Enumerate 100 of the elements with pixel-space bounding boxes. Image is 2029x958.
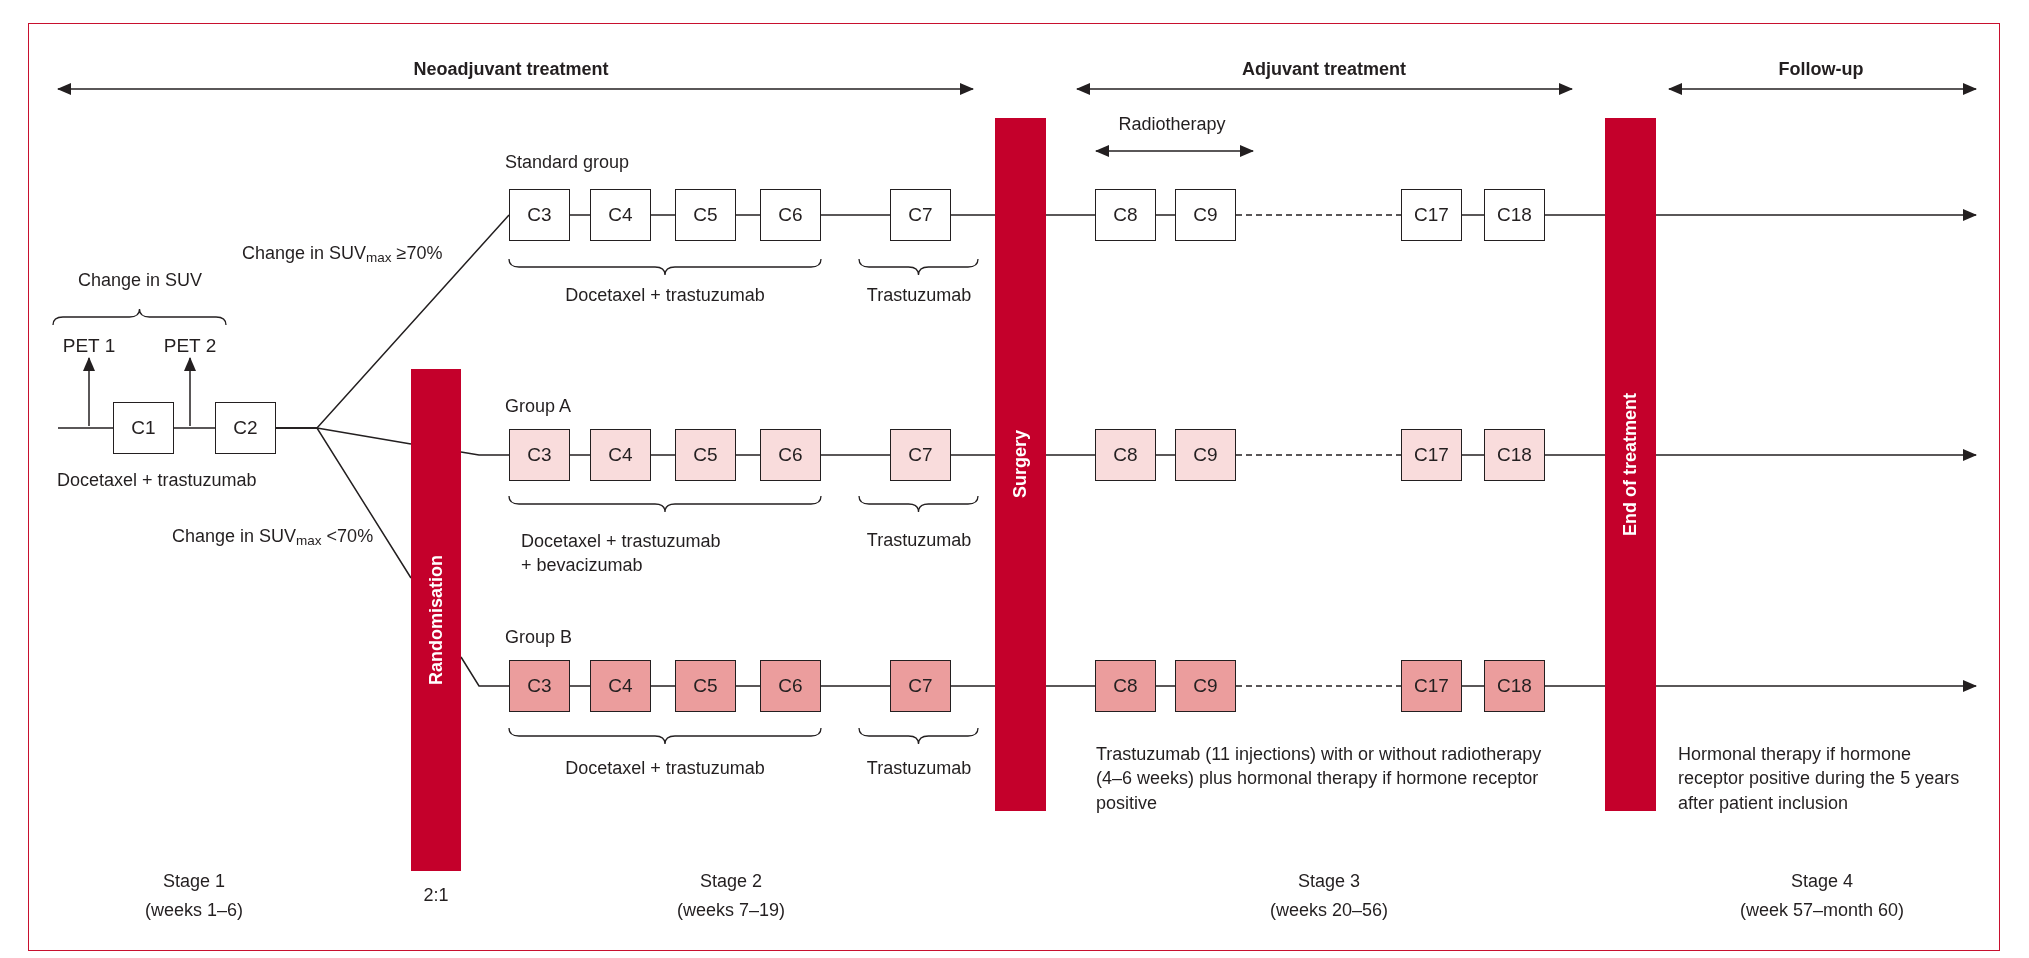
cycle-box: C8 bbox=[1095, 189, 1156, 241]
scan-label: PET 1 bbox=[63, 334, 115, 358]
connector-line bbox=[1155, 214, 1176, 216]
connector-line bbox=[735, 454, 761, 456]
regimen-label: Docetaxel + trastuzumab bbox=[565, 756, 765, 780]
connector-line bbox=[650, 214, 676, 216]
cycle-box: C4 bbox=[590, 189, 651, 241]
stage-period: (weeks 20–56) bbox=[1269, 898, 1389, 922]
cycle-box: C17 bbox=[1401, 189, 1462, 241]
arrow bbox=[1655, 449, 1977, 461]
scan-label: PET 2 bbox=[164, 334, 216, 358]
connector-line bbox=[1544, 214, 1606, 216]
cycle-box: C5 bbox=[675, 189, 736, 241]
connector-line bbox=[569, 454, 591, 456]
phase-bar: Surgery bbox=[995, 118, 1046, 811]
group-label: Group A bbox=[505, 394, 572, 418]
connector-line bbox=[650, 454, 676, 456]
connector-line bbox=[460, 451, 510, 456]
cycle-box: C18 bbox=[1484, 660, 1545, 712]
cycle-box: C3 bbox=[509, 660, 570, 712]
connector-line bbox=[569, 685, 591, 687]
stage-period: (weeks 7–19) bbox=[676, 898, 786, 922]
arrow bbox=[184, 357, 196, 427]
connector-line bbox=[1155, 685, 1176, 687]
connector-line bbox=[173, 427, 216, 429]
cycle-box: C5 bbox=[675, 660, 736, 712]
connector-line bbox=[1544, 454, 1606, 456]
stage-label: Stage 1 bbox=[162, 869, 226, 893]
cycle-box: C5 bbox=[675, 429, 736, 481]
cycle-box: C17 bbox=[1401, 429, 1462, 481]
phase-bar: End of treatment bbox=[1605, 118, 1656, 811]
group-label: Standard group bbox=[505, 150, 630, 174]
cycle-box: C9 bbox=[1175, 660, 1236, 712]
cycle-box: C4 bbox=[590, 429, 651, 481]
connector-line bbox=[1235, 214, 1402, 216]
ratio-label: 2:1 bbox=[423, 883, 449, 907]
cycle-box: C8 bbox=[1095, 660, 1156, 712]
regimen-label: Trastuzumab bbox=[866, 528, 972, 552]
connector-line bbox=[820, 685, 891, 687]
cycle-box: C1 bbox=[113, 402, 174, 454]
connector-line bbox=[650, 685, 676, 687]
connector-line bbox=[735, 214, 761, 216]
cycle-box: C7 bbox=[890, 189, 951, 241]
connector-line bbox=[1045, 214, 1096, 216]
cycle-box: C4 bbox=[590, 660, 651, 712]
connector-line bbox=[1045, 454, 1096, 456]
stage-label: Stage 3 bbox=[1297, 869, 1361, 893]
connector-line bbox=[1461, 685, 1485, 687]
measure-label: Change in SUV bbox=[77, 268, 203, 292]
stage-label: Stage 4 bbox=[1790, 869, 1854, 893]
phase-bar: Randomisation bbox=[411, 369, 461, 871]
connector-line bbox=[1544, 685, 1606, 687]
arrow bbox=[1655, 680, 1977, 692]
connector-line bbox=[820, 454, 891, 456]
connector-line bbox=[57, 427, 114, 429]
cycle-box: C9 bbox=[1175, 429, 1236, 481]
arrow bbox=[1655, 209, 1977, 221]
cycle-box: C17 bbox=[1401, 660, 1462, 712]
connector-line bbox=[950, 685, 996, 687]
arrow bbox=[83, 357, 95, 427]
cycle-box: C18 bbox=[1484, 189, 1545, 241]
section-heading: Adjuvant treatment bbox=[1242, 57, 1406, 81]
condition-label: Change in SUV$_{max}$ <70% bbox=[172, 524, 374, 549]
connector-line bbox=[569, 214, 591, 216]
cycle-box: C2 bbox=[215, 402, 276, 454]
note-text: Trastuzumab (11 injections) with or without radiotherapy (4–6 weeks) plus hormonal therapy if hormone receptor positive bbox=[1096, 742, 1543, 815]
connector-line bbox=[1235, 685, 1402, 687]
cycle-box: C6 bbox=[760, 660, 821, 712]
phase-label: Radiotherapy bbox=[1118, 112, 1226, 136]
group-label: Group B bbox=[505, 625, 573, 649]
regimen-label: Trastuzumab bbox=[866, 756, 972, 780]
note-text: Hormonal therapy if hormone receptor positive during the 5 years after patient inclusion bbox=[1678, 742, 1961, 815]
stage-period: (week 57–month 60) bbox=[1739, 898, 1905, 922]
connector-line bbox=[950, 214, 996, 216]
connector-line bbox=[275, 427, 412, 579]
connector-line bbox=[950, 454, 996, 456]
cycle-box: C6 bbox=[760, 429, 821, 481]
condition-label: Change in SUV$_{max}$ ≥70% bbox=[242, 241, 443, 266]
section-heading: Neoadjuvant treatment bbox=[413, 57, 609, 81]
cycle-box: C7 bbox=[890, 660, 951, 712]
cycle-box: C9 bbox=[1175, 189, 1236, 241]
connector-line bbox=[1461, 454, 1485, 456]
cycle-box: C7 bbox=[890, 429, 951, 481]
regimen-label: Docetaxel + trastuzumab + bevacizumab bbox=[521, 529, 722, 577]
connector-line bbox=[1045, 685, 1096, 687]
regimen-label: Trastuzumab bbox=[866, 283, 972, 307]
cycle-box: C3 bbox=[509, 189, 570, 241]
connector-line bbox=[460, 656, 510, 687]
regimen-label: Docetaxel + trastuzumab bbox=[57, 468, 257, 492]
section-heading: Follow-up bbox=[1778, 57, 1864, 81]
cycle-box: C6 bbox=[760, 189, 821, 241]
connector-line bbox=[1461, 214, 1485, 216]
connector-line bbox=[735, 685, 761, 687]
connector-line bbox=[820, 214, 891, 216]
connector-line bbox=[1235, 454, 1402, 456]
stage-period: (weeks 1–6) bbox=[145, 898, 243, 922]
cycle-box: C8 bbox=[1095, 429, 1156, 481]
stage-label: Stage 2 bbox=[699, 869, 763, 893]
connector-line bbox=[1155, 454, 1176, 456]
regimen-label: Docetaxel + trastuzumab bbox=[565, 283, 765, 307]
